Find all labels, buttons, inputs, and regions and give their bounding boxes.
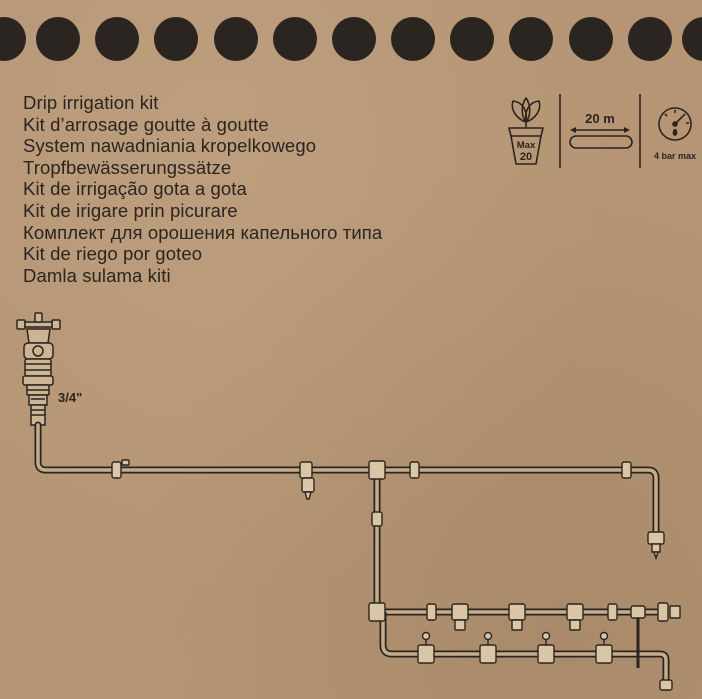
drippers-upper-lateral <box>451 603 646 631</box>
hose-fittings <box>111 459 681 691</box>
dripper-main-1 <box>301 477 315 500</box>
plant-badge-bottom: 20 <box>520 151 532 163</box>
drippers-lower-lateral <box>417 631 613 664</box>
hose-length-label: 20 m <box>585 111 615 126</box>
title-romanian: Kit de irigare prin picurare <box>23 199 238 221</box>
pressure-gauge-icon <box>658 107 692 141</box>
title-polish: System nawadniania kropelkowego <box>23 135 317 157</box>
hose-coil-icon <box>569 135 633 149</box>
plant-pot-icon <box>508 97 544 165</box>
title-french: Kit d’arrosage goutte à goutte <box>23 113 269 135</box>
product-title-list: Drip irrigation kit Kit d’arrosage goutt… <box>23 92 382 286</box>
title-german: Tropfbewässerungssätze <box>23 156 232 178</box>
pressure-label: 4 bar max <box>654 151 696 161</box>
spec-icons: Max 20 20 m 4 bar max <box>508 94 696 168</box>
title-english: Drip irrigation kit <box>23 92 159 113</box>
decorative-dot-row <box>0 17 702 61</box>
title-turkish: Damla sulama kiti <box>23 264 171 286</box>
title-portuguese: Kit de irrigação gota a gota <box>23 178 247 200</box>
hose-length-arrow-icon <box>570 127 630 133</box>
dripper-end <box>647 531 665 561</box>
main-hose <box>34 421 660 536</box>
tap-icon <box>16 312 61 360</box>
irrigation-layout-diagram: 3/4" <box>16 312 681 691</box>
tap-connector-icon <box>22 358 54 426</box>
title-russian: Комплект для орошения капельного типа <box>23 221 383 243</box>
title-spanish: Kit de riego por goteo <box>23 243 203 265</box>
plant-badge-top: Max <box>517 140 536 151</box>
tap-size-label: 3/4" <box>58 390 82 405</box>
